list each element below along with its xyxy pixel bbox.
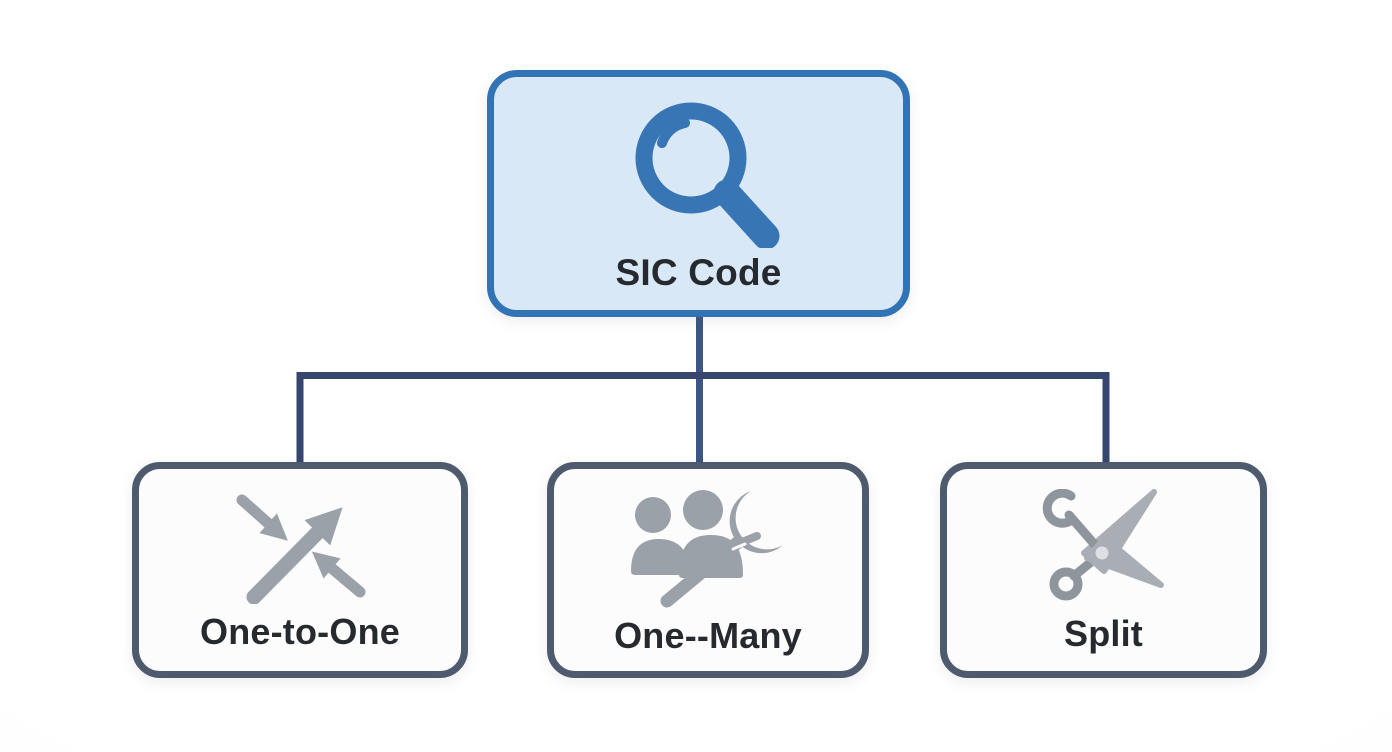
- node-label-one-many: One--Many: [614, 614, 802, 656]
- node-one-many: One--Many: [547, 462, 869, 678]
- connector-bracket: [296, 372, 1110, 462]
- scissors-icon: [1042, 488, 1164, 600]
- node-label-one-to-one: One-to-One: [200, 611, 400, 652]
- node-one-to-one: One-to-One: [132, 462, 468, 678]
- node-sic-code: SIC Code: [487, 70, 910, 317]
- magnifier-icon: [635, 102, 779, 248]
- crossed-arrows-icon: [236, 494, 366, 604]
- people-wrench-icon: [631, 489, 783, 607]
- node-label-split: Split: [1064, 612, 1143, 654]
- node-split: Split: [940, 462, 1267, 678]
- node-label-sic-code: SIC Code: [615, 252, 782, 293]
